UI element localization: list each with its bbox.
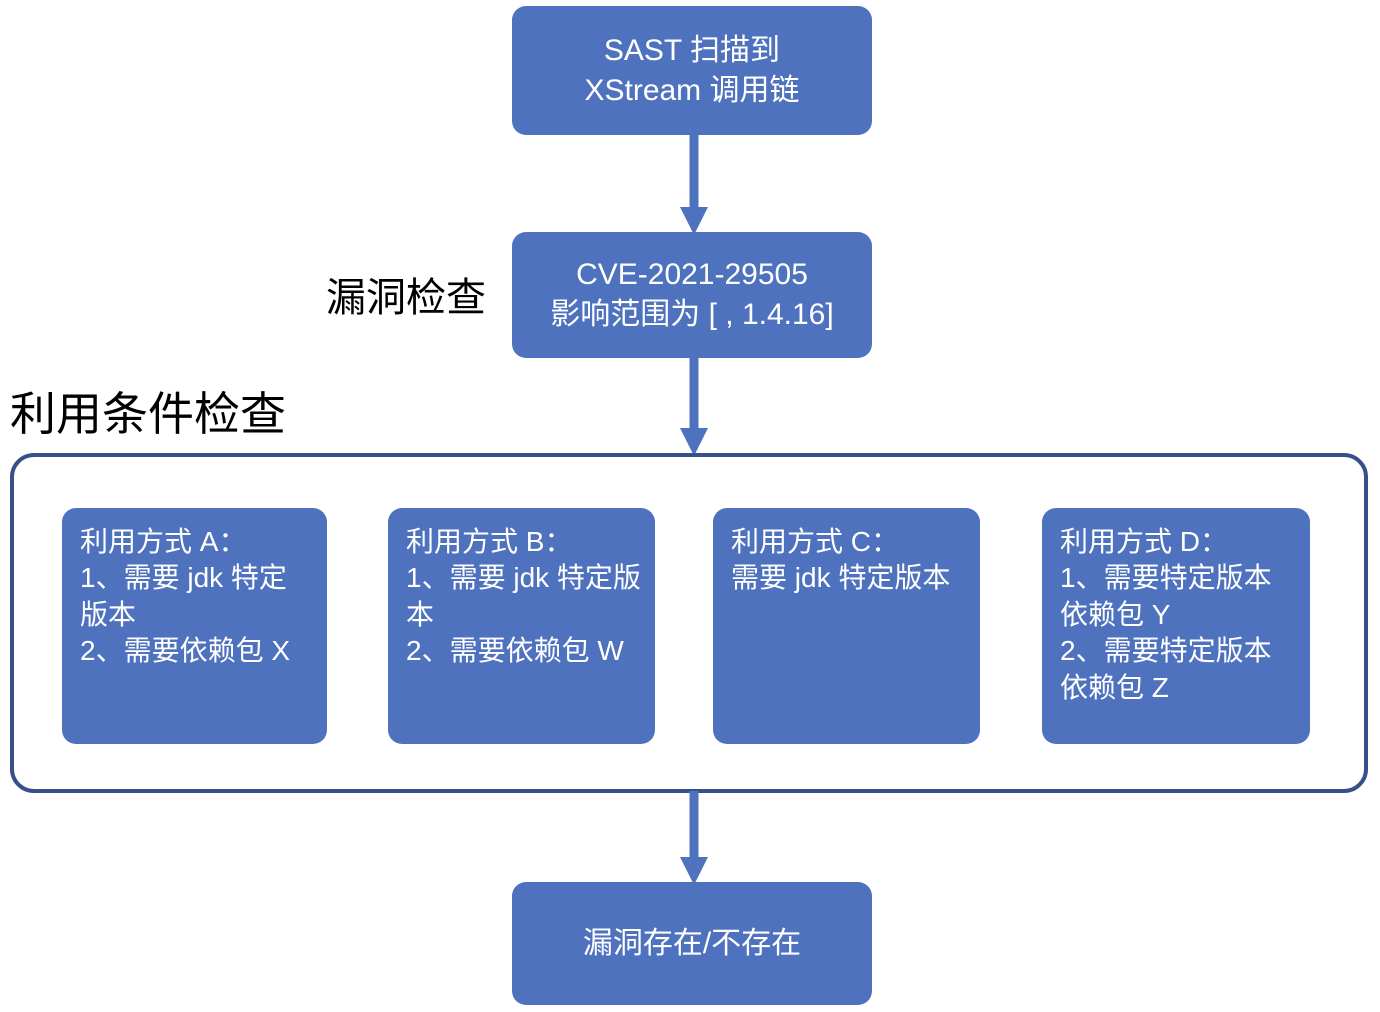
label-exploit-condition-check: 利用条件检查 (10, 388, 286, 440)
node-cve-info[interactable]: CVE-2021-29505 影响范围为 [ , 1.4.16] (512, 232, 872, 358)
node-exploit-method-a[interactable]: 利用方式 A： 1、需要 jdk 特定版本 2、需要依赖包 X (62, 508, 327, 744)
node-exploit-method-c[interactable]: 利用方式 C： 需要 jdk 特定版本 (713, 508, 980, 744)
node-result[interactable]: 漏洞存在/不存在 (512, 882, 872, 1005)
arrow-condition-to-result (680, 791, 708, 885)
node-sast-scan[interactable]: SAST 扫描到 XStream 调用链 (512, 6, 872, 135)
arrow-sast-to-cve (680, 133, 708, 235)
exploit-condition-container (10, 453, 1368, 793)
arrow-cve-to-condition (680, 356, 708, 456)
label-vulnerability-check: 漏洞检查 (326, 276, 486, 320)
node-exploit-method-b[interactable]: 利用方式 B： 1、需要 jdk 特定版本 2、需要依赖包 W (388, 508, 655, 744)
node-exploit-method-d[interactable]: 利用方式 D： 1、需要特定版本依赖包 Y 2、需要特定版本依赖包 Z (1042, 508, 1310, 744)
